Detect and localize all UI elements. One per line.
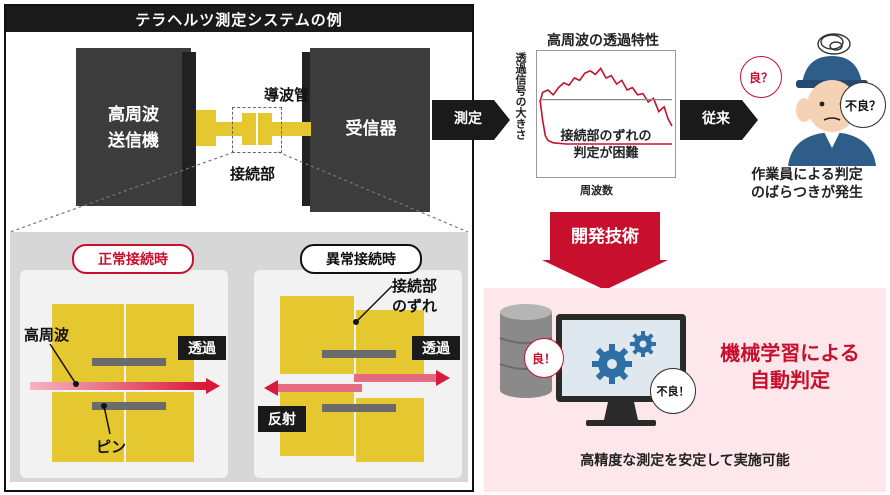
high-frequency-leader (49, 343, 79, 387)
chart-title: 高周波の透過特性 (547, 33, 659, 49)
chart-annotation: 接続部のずれの判定が困難 (560, 129, 652, 161)
receiver-label: 受信器 (345, 119, 397, 139)
chart-series-line-2 (539, 99, 672, 145)
transmission-chart (536, 50, 676, 178)
chart-ylabel: 透過信号の大きさ (514, 52, 527, 140)
worker-bubble-bad: 不良？ (840, 82, 886, 128)
pass-label-abnormal: 透過 (412, 336, 460, 360)
transmitter-block (76, 48, 191, 206)
conventional-arrow (680, 100, 758, 140)
abnormal-label: 異常接続時 (300, 244, 422, 274)
connector-flange-left (242, 113, 256, 145)
receiver-block (310, 48, 430, 212)
abnormal-lower-pin (322, 404, 396, 412)
development-banner: 開発技術 (571, 227, 639, 247)
detail-area: 正常接続時 高周波 透過 ピン 異常接続時 (10, 232, 468, 482)
abnormal-upper-left (280, 296, 354, 374)
ai-bubble-bad: 不良！ (650, 368, 696, 414)
reflect-arrow (264, 380, 362, 396)
ml-title: 機械学習による自動判定 (720, 341, 860, 392)
pin-leader (101, 403, 111, 435)
ai-bubble-good: 良！ (524, 338, 564, 378)
misalignment-label: 接続部のずれ (392, 277, 438, 315)
panel-title: テラヘルツ測定システムの例 (6, 6, 472, 32)
transmitter-flange (196, 110, 216, 146)
pass-label-normal: 透過 (178, 336, 226, 360)
normal-lower-pin (92, 402, 166, 410)
misalignment-leader (353, 285, 393, 325)
measure-arrow (432, 100, 510, 140)
conventional-label: 従来 (702, 111, 730, 127)
connector-flange-right (258, 113, 272, 145)
worker-caption: 作業員による判定のばらつきが発生 (751, 167, 863, 201)
transmitter-block-side (182, 52, 196, 206)
connection-label: 接続部 (230, 165, 276, 183)
reflect-label: 反射 (258, 406, 306, 432)
abnormal-upper-pin (322, 350, 396, 358)
measure-label: 測定 (454, 111, 482, 127)
result-caption: 高精度な測定を安定して実施可能 (580, 453, 790, 469)
transmitter-label: 高周波送信機 (108, 105, 159, 151)
pin-label: ピン (96, 438, 127, 456)
development-arrow (542, 212, 668, 290)
chart-xlabel: 周波数 (580, 184, 613, 197)
normal-wave-arrow (30, 378, 220, 394)
measurement-system-panel: テラヘルツ測定システムの例 高周波送信機 受信器 導波管 接続部 正常接続時 (4, 4, 474, 492)
waveguide-label: 導波管 (264, 86, 310, 104)
high-frequency-label: 高周波 (24, 326, 70, 344)
worker-bubble-good: 良？ (740, 56, 782, 98)
abnormal-pass-arrow (354, 370, 450, 386)
zoom-lines (9, 151, 469, 233)
normal-label: 正常接続時 (72, 244, 194, 274)
normal-upper-pin (92, 358, 166, 366)
normal-upper-left (52, 304, 124, 382)
connection-dashed-box (232, 107, 282, 153)
